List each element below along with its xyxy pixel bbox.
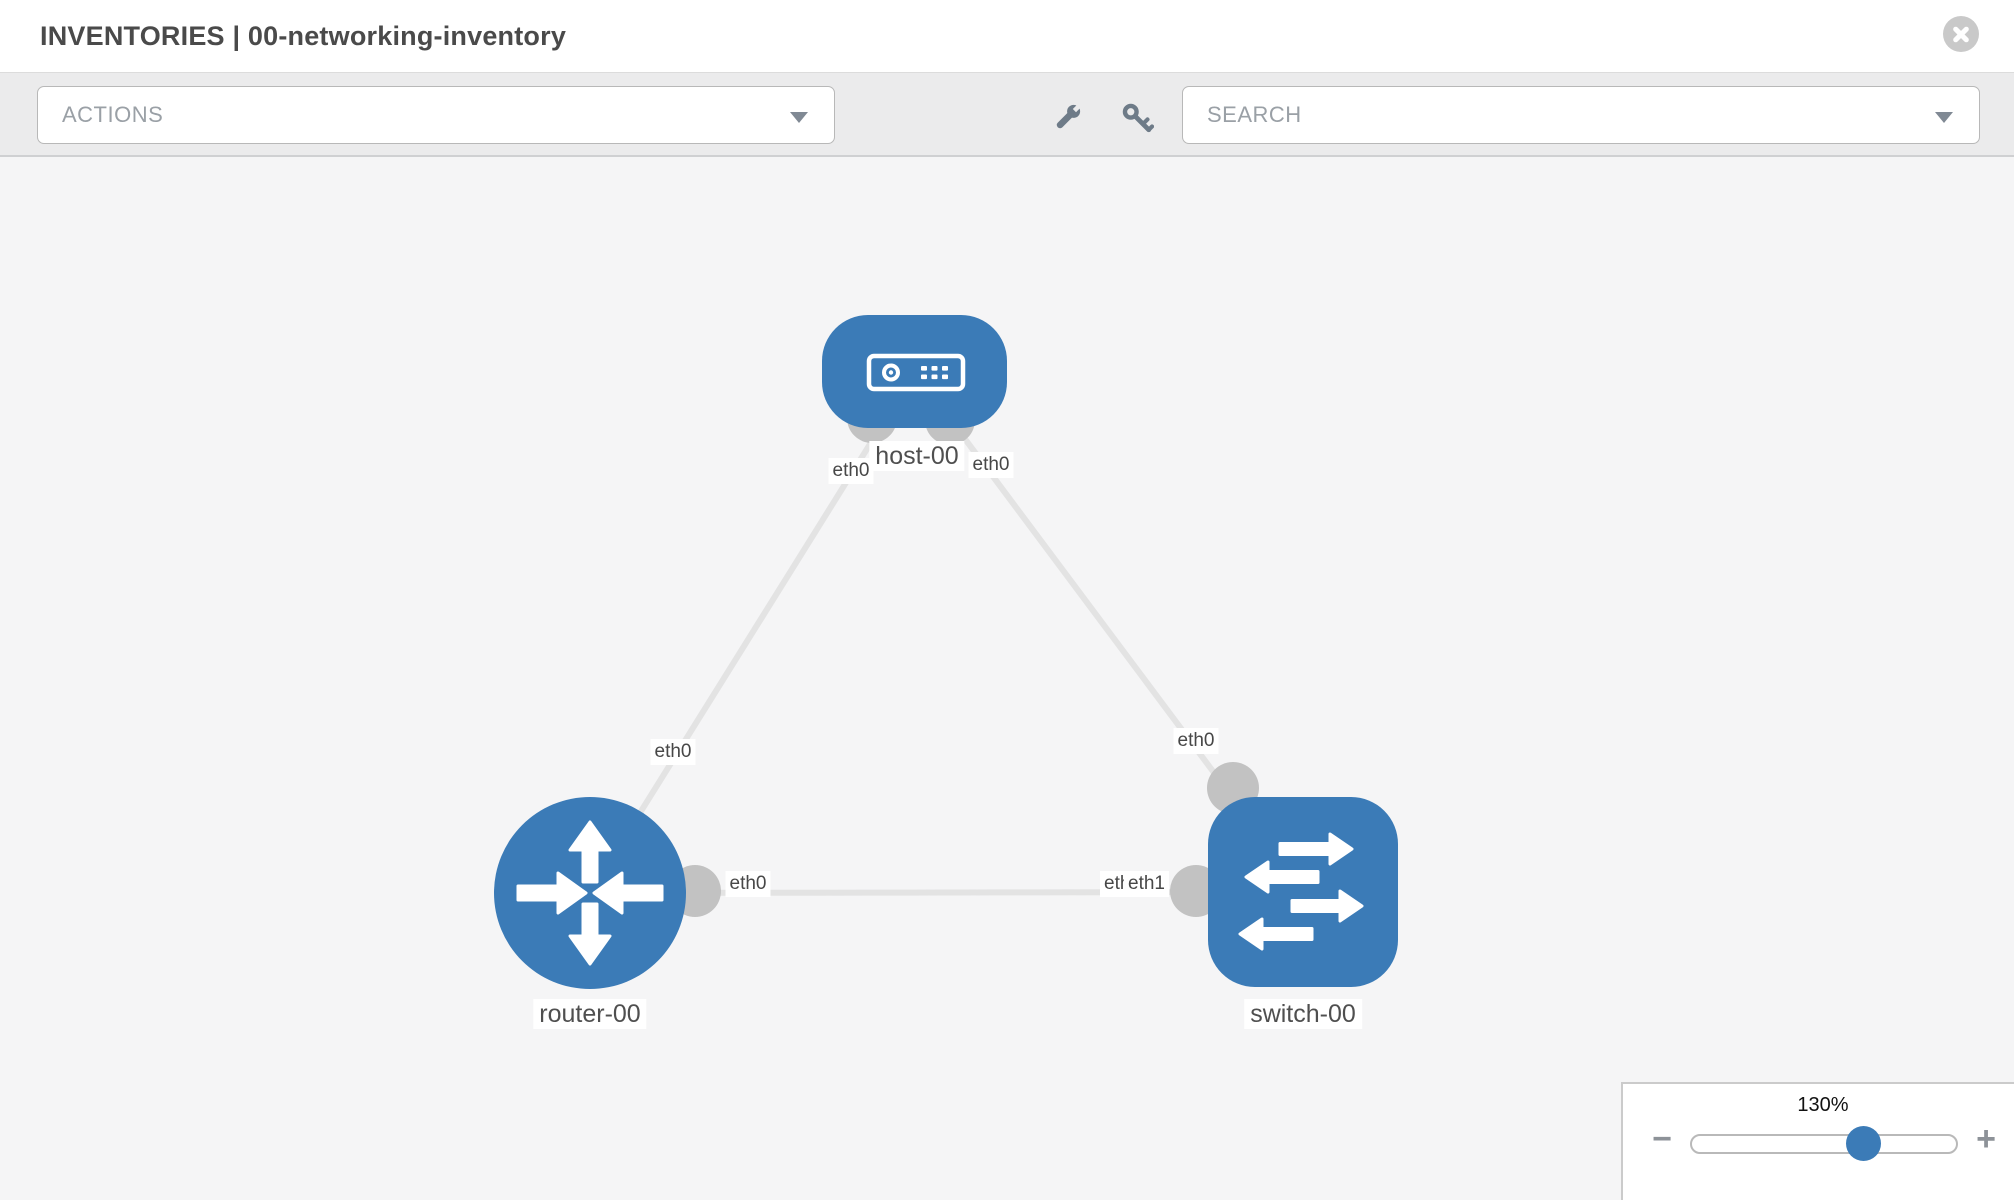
configure-button[interactable]	[1050, 101, 1084, 135]
node-host-00[interactable]	[822, 315, 1007, 428]
switch-arrows-icon	[1238, 832, 1364, 951]
interface-label: eth1	[1124, 871, 1169, 897]
node-label-switch: switch-00	[1244, 999, 1362, 1029]
wrench-icon	[1056, 104, 1081, 129]
zoom-out-button[interactable]: −	[1652, 1120, 1672, 1158]
zoom-level-value: 130%	[1797, 1094, 1849, 1116]
actions-dropdown-label: ACTIONS	[62, 102, 164, 127]
key-icon	[1122, 103, 1155, 133]
credentials-button[interactable]	[1120, 101, 1155, 135]
node-label-router: router-00	[533, 999, 647, 1029]
page-title: INVENTORIES | 00-networking-inventory	[40, 20, 567, 51]
header-bar: INVENTORIES | 00-networking-inventory	[0, 0, 2014, 72]
chevron-down-icon	[1935, 112, 1953, 123]
node-switch-00[interactable]	[1208, 797, 1398, 987]
interface-label: eth0	[725, 871, 771, 897]
node-router-00[interactable]	[494, 797, 686, 989]
server-icon	[866, 353, 966, 392]
search-dropdown[interactable]: SEARCH	[1182, 86, 1980, 144]
zoom-slider-knob[interactable]	[1846, 1126, 1881, 1161]
zoom-slider-track[interactable]	[1690, 1134, 1958, 1154]
close-button[interactable]	[1943, 16, 1979, 52]
zoom-in-button[interactable]: +	[1976, 1120, 1996, 1158]
interface-label: eth0	[1173, 728, 1219, 754]
interface-label: eth0	[828, 458, 874, 484]
chevron-down-icon	[790, 112, 808, 123]
interface-label: eth0	[650, 739, 696, 765]
toolbar: ACTIONS SEARCH	[0, 72, 2014, 157]
topology-canvas[interactable]	[0, 157, 2014, 1200]
actions-dropdown[interactable]: ACTIONS	[37, 86, 835, 144]
router-arrows-icon	[516, 820, 664, 966]
search-placeholder: SEARCH	[1207, 102, 1302, 127]
node-label-host: host-00	[869, 441, 965, 471]
interface-label: eth0	[968, 452, 1014, 478]
